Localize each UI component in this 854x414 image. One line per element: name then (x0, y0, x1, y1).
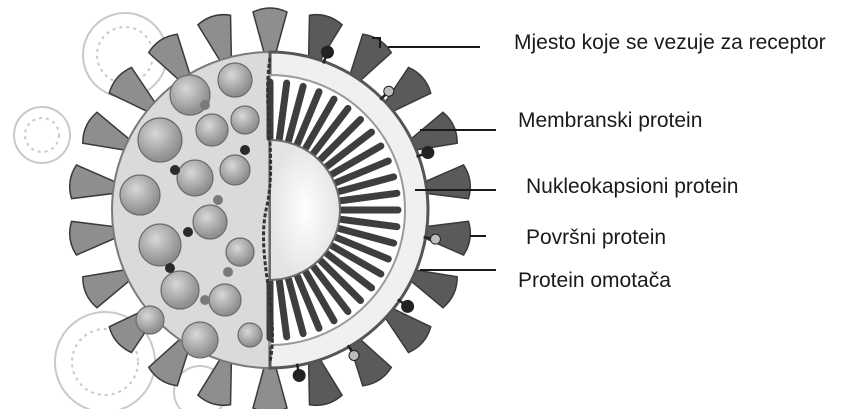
protein-dot-icon (200, 100, 210, 110)
spike-protein-icon (253, 8, 287, 56)
surface-blob-icon (218, 63, 252, 97)
surface-blob-icon (226, 238, 254, 266)
membrane-protein-icon (402, 300, 414, 312)
spike-protein-icon (422, 165, 471, 199)
protein-dot-icon (200, 295, 210, 305)
membrane-protein-icon (349, 350, 359, 360)
protein-dot-icon (170, 165, 180, 175)
protein-dot-icon (213, 195, 223, 205)
surface-blob-icon (231, 106, 259, 134)
surface-blob-icon (136, 306, 164, 334)
protein-dot-icon (165, 263, 175, 273)
surface-blob-icon (220, 155, 250, 185)
spike-protein-icon (83, 112, 132, 150)
label-envelope-protein: Protein omotača (518, 270, 671, 291)
ghost-particle-left (14, 107, 70, 163)
membrane-protein-icon (384, 86, 394, 96)
spike-protein-icon (198, 15, 232, 64)
membrane-protein-icon (422, 147, 434, 159)
spike-protein-icon (70, 165, 119, 199)
protein-dot-icon (183, 227, 193, 237)
spike-protein-icon (83, 269, 132, 307)
leader-line-receptor (372, 38, 480, 48)
label-receptor-binding-site: Mjesto koje se vezuje za receptor (514, 32, 826, 53)
surface-blob-icon (193, 205, 227, 239)
surface-blob-icon (139, 224, 181, 266)
label-membrane-protein: Membranski protein (518, 110, 702, 131)
spike-protein-icon (70, 221, 119, 255)
surface-blob-icon (182, 322, 218, 358)
spike-protein-icon (253, 364, 287, 409)
surface-blob-icon (196, 114, 228, 146)
surface-blob-icon (177, 160, 213, 196)
surface-blob-icon (209, 284, 241, 316)
surface-blob-icon (238, 323, 262, 347)
membrane-protein-icon (321, 46, 333, 58)
spike-protein-icon (198, 356, 232, 405)
label-nucleocapsid-protein: Nukleokapsioni protein (526, 176, 738, 197)
surface-blob-icon (120, 175, 160, 215)
protein-dot-icon (240, 145, 250, 155)
membrane-protein-icon (293, 369, 305, 381)
spike-protein-icon (309, 356, 343, 405)
surface-blob-icon (161, 271, 199, 309)
protein-dot-icon (223, 267, 233, 277)
membrane-protein-icon (430, 234, 440, 244)
label-surface-protein: Površni protein (526, 227, 666, 248)
surface-blob-icon (138, 118, 182, 162)
